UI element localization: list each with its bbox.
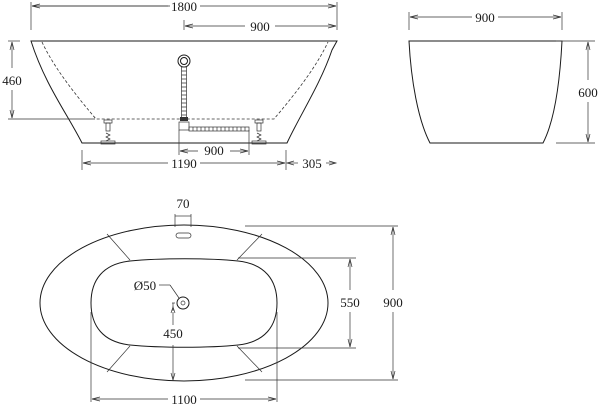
end-view: 900 600 [408,10,598,144]
dim-inner-length: 1100 [171,392,197,406]
top-view: 70 Ø50 450 550 900 [39,196,403,406]
dim-waste-pipe: 900 [204,143,224,158]
adjustable-foot-right [251,119,267,145]
drain [176,296,190,310]
dim-end-width: 900 [475,10,495,25]
dim-overflow-width: 70 [177,196,190,211]
adjustable-foot-left [100,119,116,145]
dim-drain-diameter: Ø50 [134,278,156,293]
side-view: 1800 900 460 [2,0,338,171]
dim-outer-width: 900 [383,295,403,310]
dim-half-length: 900 [250,19,270,34]
dim-overall-length: 1800 [171,0,197,14]
dim-inner-depth: 460 [2,73,22,88]
overflow-drain-assembly [177,54,250,132]
dim-inner-width: 550 [340,295,360,310]
overflow-slot [175,232,192,239]
dim-end-height: 600 [578,85,598,100]
dim-base-length: 1190 [171,156,197,171]
dim-drain-offset: 450 [163,326,183,341]
dim-end-offset: 305 [302,156,322,171]
